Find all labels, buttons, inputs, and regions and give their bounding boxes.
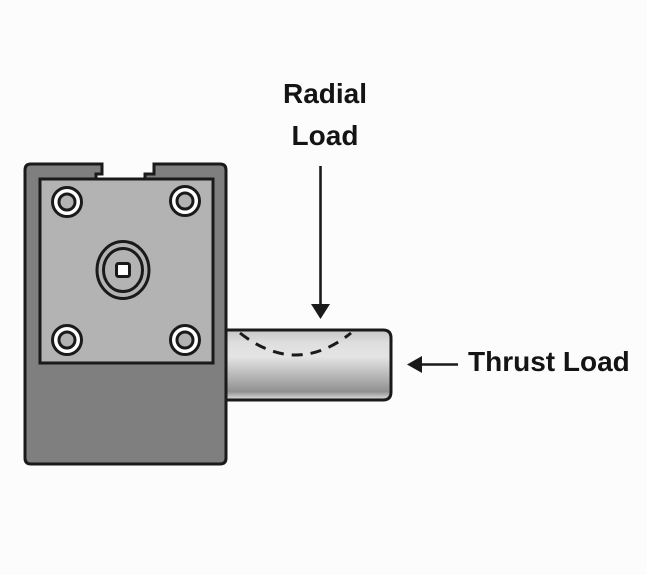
- hidden-bore-arc: [239, 331, 352, 357]
- radial-arrowhead-icon: [311, 304, 330, 319]
- thrust-load-arrow: [407, 356, 458, 373]
- radial-load-label: Radial Load: [282, 78, 368, 151]
- output-shaft: [220, 328, 393, 402]
- corner-bolt-bottom-left: [51, 324, 83, 356]
- thrust-load-label: Thrust Load: [468, 346, 630, 377]
- corner-bolt-top-left: [51, 186, 83, 218]
- corner-bolt-bottom-right: [169, 324, 201, 356]
- thrust-arrowhead-icon: [407, 356, 422, 373]
- corner-bolt-top-right: [169, 185, 201, 217]
- center-pilot-boss: [95, 240, 151, 300]
- radial-load-arrow: [311, 166, 330, 319]
- shaft-key-square: [115, 262, 131, 278]
